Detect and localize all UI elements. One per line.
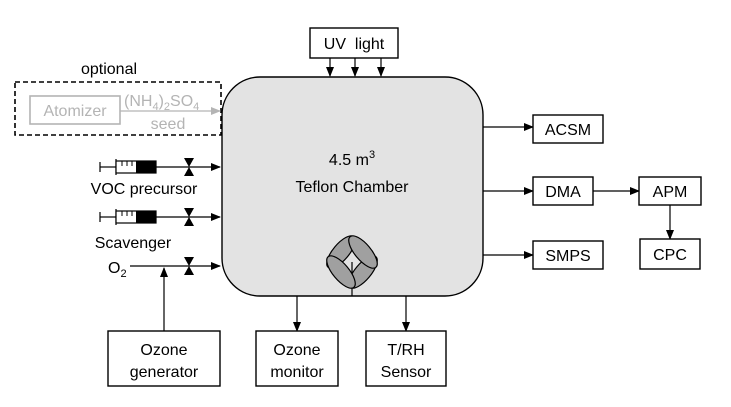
ozone-generator-box	[107, 330, 221, 387]
apm-label: APM	[653, 184, 688, 201]
uv-light-label: UV light	[324, 36, 385, 53]
seed-formula-label: (NH4)2SO4	[124, 93, 199, 113]
valve-icon	[184, 208, 194, 226]
syringe-icon	[99, 209, 157, 225]
chamber-name-label: Teflon Chamber	[296, 179, 410, 196]
chamber-volume-label: 4.5 m3	[329, 149, 375, 169]
acsm-label: ACSM	[545, 122, 591, 139]
smps-box	[532, 240, 604, 270]
valve-icon	[184, 158, 194, 176]
ozone-generator-label-1: Ozone	[140, 342, 187, 359]
smps-label: SMPS	[545, 248, 590, 265]
o2-label: O2	[108, 260, 127, 280]
fan-icon	[326, 235, 378, 296]
trh-sensor-label-1: T/RH	[387, 342, 424, 359]
ozone-monitor-label-1: Ozone	[273, 342, 320, 359]
cpc-box	[639, 238, 701, 270]
valve-icon	[184, 257, 194, 275]
trh-sensor-label-2: Sensor	[381, 364, 432, 381]
ozone-monitor-label-2: monitor	[270, 364, 324, 381]
apm-box	[638, 176, 702, 206]
voc-precursor-label: VOC precursor	[91, 181, 198, 198]
optional-label: optional	[81, 61, 137, 78]
uv-light-box	[309, 27, 399, 59]
trh-sensor-box	[365, 330, 447, 387]
dma-box	[532, 176, 594, 206]
acsm-box	[532, 114, 604, 144]
seed-label: seed	[151, 116, 186, 133]
syringe-icon	[99, 159, 157, 175]
dma-label: DMA	[545, 184, 581, 201]
ozone-monitor-box	[255, 330, 339, 387]
uv-arrows	[326, 58, 385, 77]
atomizer-box	[29, 95, 121, 125]
scavenger-label: Scavenger	[95, 235, 172, 252]
atomizer-label: Atomizer	[43, 103, 107, 120]
cpc-label: CPC	[653, 247, 687, 264]
optional-dashed-frame	[14, 81, 222, 136]
ozone-generator-label-2: generator	[130, 364, 199, 381]
